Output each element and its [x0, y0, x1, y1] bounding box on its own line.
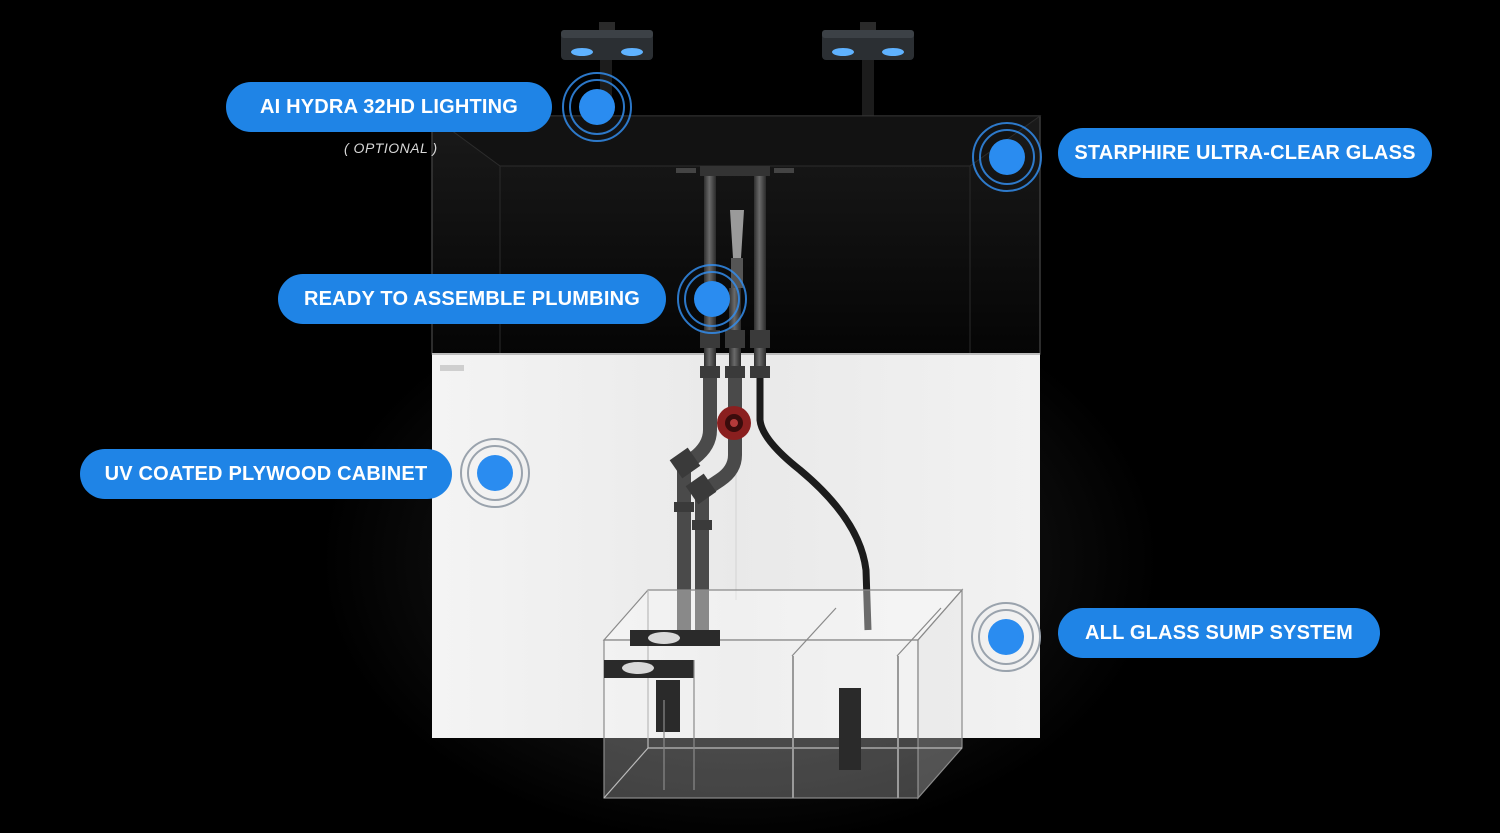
plumbing-callout-label[interactable]: READY TO ASSEMBLE PLUMBING — [278, 274, 666, 324]
lighting-callout-label[interactable]: AI HYDRA 32HD LIGHTING — [226, 82, 552, 132]
hotspot-inner-ring — [569, 79, 625, 135]
hotspot-outer-ring — [972, 122, 1042, 192]
hotspot-dot — [579, 89, 615, 125]
hotspot-inner-ring — [684, 271, 740, 327]
sump-hotspot-icon[interactable] — [969, 600, 1043, 674]
hotspot-dot — [477, 455, 513, 491]
hotspot-outer-ring — [971, 602, 1041, 672]
hotspot-outer-ring — [562, 72, 632, 142]
cabinet-hotspot-icon[interactable] — [458, 436, 532, 510]
sump-tank — [602, 588, 964, 800]
hotspot-inner-ring — [979, 129, 1035, 185]
lighting-hotspot-icon[interactable] — [560, 70, 634, 144]
glass-hotspot-icon[interactable] — [970, 120, 1044, 194]
hotspot-outer-ring — [460, 438, 530, 508]
hotspot-dot — [694, 281, 730, 317]
hotspot-dot — [989, 139, 1025, 175]
cabinet-callout-label[interactable]: UV COATED PLYWOOD CABINET — [80, 449, 452, 499]
lighting-optional-note: ( OPTIONAL ) — [344, 140, 438, 156]
hotspot-inner-ring — [467, 445, 523, 501]
plumbing-hotspot-icon[interactable] — [675, 262, 749, 336]
hotspot-inner-ring — [978, 609, 1034, 665]
hotspot-dot — [988, 619, 1024, 655]
sump-callout-label[interactable]: ALL GLASS SUMP SYSTEM — [1058, 608, 1380, 658]
glass-callout-label[interactable]: STARPHIRE ULTRA-CLEAR GLASS — [1058, 128, 1432, 178]
hotspot-outer-ring — [677, 264, 747, 334]
